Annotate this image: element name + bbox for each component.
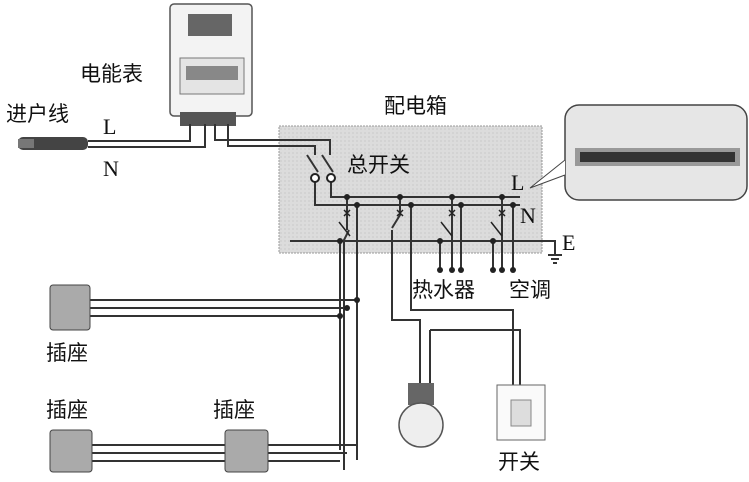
socket-1-label: 插座 xyxy=(46,341,88,365)
socket-2-shape xyxy=(49,429,93,473)
meter-label: 电能表 xyxy=(80,62,143,86)
electric-meter xyxy=(169,3,253,126)
water-heater-label: 热水器 xyxy=(412,278,475,302)
socket-3-shape xyxy=(224,429,269,473)
bus-L-label: L xyxy=(511,170,525,195)
air-conditioner-label: 空调 xyxy=(509,278,551,302)
wall-switch xyxy=(496,384,546,441)
line-L-label: L xyxy=(103,114,117,139)
main-switch-label: 总开关 xyxy=(347,153,410,177)
bus-E-label: E xyxy=(562,230,576,255)
switch-label: 开关 xyxy=(498,450,540,474)
socket-3-label: 插座 xyxy=(213,398,255,422)
light-bulb xyxy=(398,383,444,448)
socket-2-label: 插座 xyxy=(46,398,88,422)
breaker-photo-inset xyxy=(529,104,748,201)
distribution-box-label: 配电箱 xyxy=(384,94,447,118)
service-cable xyxy=(18,137,88,150)
bus-N-label: N xyxy=(520,203,536,228)
line-N-label: N xyxy=(103,156,119,181)
service-line-label: 进户线 xyxy=(6,102,69,126)
socket-1-shape xyxy=(49,284,91,331)
